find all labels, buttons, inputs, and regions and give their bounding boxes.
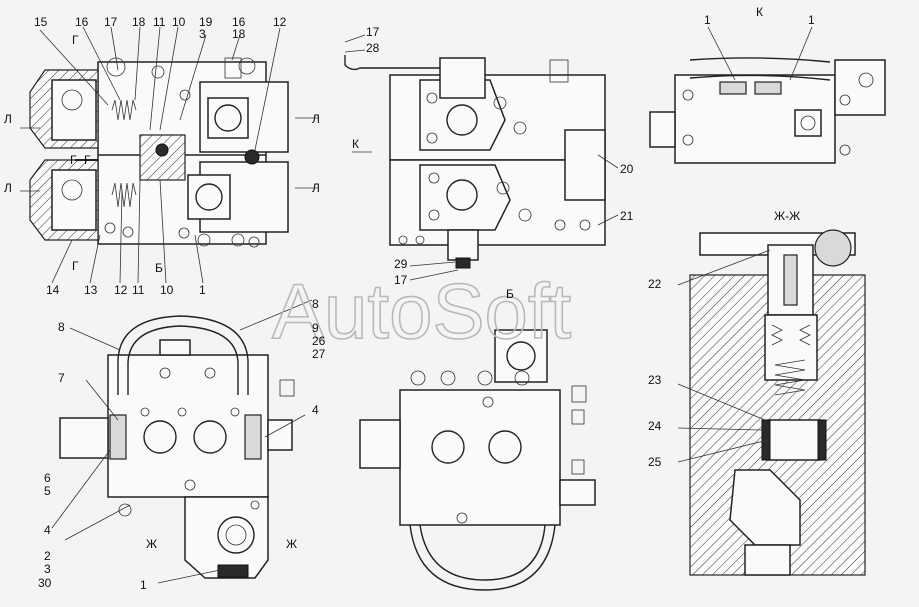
callout: 17 — [366, 25, 380, 39]
view-bottom-left — [51, 299, 313, 584]
callout-labels: 15 16 17 18 11 10 19 3 16 18 12 14 13 12… — [4, 5, 815, 592]
callout: 12 — [273, 15, 287, 29]
section-marker-zh: Ж — [286, 537, 297, 551]
callout: 1 — [808, 13, 815, 27]
section-marker-l: Л — [4, 181, 12, 195]
section-marker-g: Г — [70, 153, 77, 167]
view-label-k-arrow: К — [352, 137, 359, 151]
callout: 14 — [46, 283, 60, 297]
callout: 28 — [366, 41, 380, 55]
section-title-zh-zh: Ж-Ж — [774, 209, 800, 223]
callout: 17 — [104, 15, 118, 29]
callout: 1 — [140, 578, 147, 592]
callout: 2 — [44, 549, 51, 563]
callout: 6 — [44, 471, 51, 485]
section-marker-g: Г — [72, 33, 79, 47]
callout: 24 — [648, 419, 662, 433]
section-marker-g: Г — [84, 153, 91, 167]
callout: 16 — [232, 15, 246, 29]
callout: 25 — [648, 455, 662, 469]
section-marker-l: Л — [312, 112, 320, 126]
callout: 8 — [312, 297, 319, 311]
view-bottom-middle-b — [359, 329, 596, 591]
view-section-top-left — [20, 26, 318, 284]
callout: 4 — [44, 523, 51, 537]
callout: 1 — [199, 283, 206, 297]
section-marker-l: Л — [312, 181, 320, 195]
callout: 5 — [44, 484, 51, 498]
callout: 7 — [58, 371, 65, 385]
section-marker-zh: Ж — [146, 537, 157, 551]
callout: 11 — [153, 15, 166, 29]
section-marker-b: Б — [155, 261, 163, 275]
watermark-text: AutoSoft — [272, 267, 572, 355]
callout: 11 — [132, 283, 145, 297]
callout: 19 — [199, 15, 213, 29]
callout: 4 — [312, 403, 319, 417]
callout: 3 — [199, 27, 206, 41]
section-marker-l: Л — [4, 112, 12, 126]
callout: 10 — [160, 283, 174, 297]
callout: 26 — [312, 334, 326, 348]
callout: 22 — [648, 277, 662, 291]
view-section-zh-zh — [677, 229, 866, 576]
view-label-k: К — [756, 5, 763, 19]
callout: 1 — [704, 13, 711, 27]
view-label-b: Б — [506, 287, 514, 301]
callout: 9 — [312, 321, 319, 335]
callout: 12 — [114, 283, 128, 297]
callout: 17 — [394, 273, 408, 287]
callout: 20 — [620, 162, 634, 176]
callout: 15 — [34, 15, 48, 29]
view-top-middle — [344, 34, 619, 281]
callout: 16 — [75, 15, 89, 29]
callout: 18 — [232, 27, 246, 41]
view-top-right-k — [649, 26, 886, 164]
callout: 13 — [84, 283, 98, 297]
callout: 29 — [394, 257, 408, 271]
callout: 3 — [44, 562, 51, 576]
callout: 30 — [38, 576, 52, 590]
callout: 21 — [620, 209, 634, 223]
callout: 8 — [58, 320, 65, 334]
section-marker-g: Г — [72, 259, 79, 273]
callout: 18 — [132, 15, 146, 29]
callout: 23 — [648, 373, 662, 387]
callout: 10 — [172, 15, 186, 29]
callout: 27 — [312, 347, 326, 361]
